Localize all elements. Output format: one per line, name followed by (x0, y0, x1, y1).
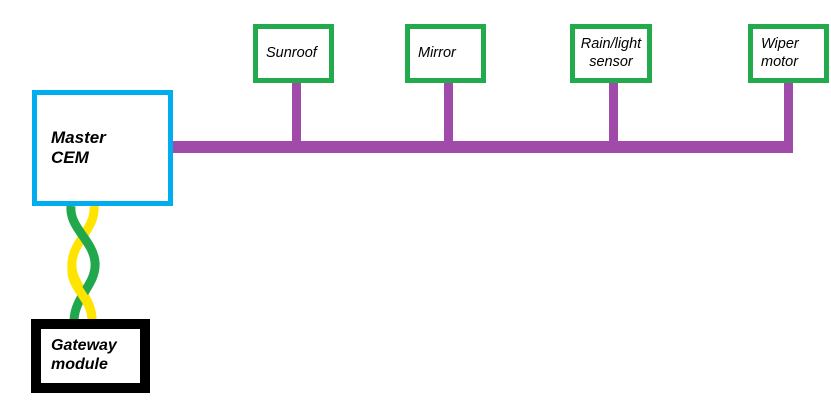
node-sunroof[interactable]: Sunroof (253, 24, 334, 83)
node-master-cem[interactable]: Master CEM (32, 90, 173, 206)
peripheral-bus (172, 83, 793, 153)
node-wiper-motor-label: Wiper motor (761, 36, 799, 70)
node-master-cem-label: Master CEM (51, 127, 106, 167)
bus-stub-rain-light-sensor (609, 83, 618, 145)
node-gateway-module-label: Gateway module (51, 337, 117, 373)
node-mirror-label: Mirror (418, 44, 456, 61)
bus-stub-mirror (444, 83, 453, 145)
node-sunroof-label: Sunroof (266, 44, 317, 61)
node-gateway-module[interactable]: Gateway module (31, 319, 150, 393)
node-wiper-motor[interactable]: Wiper motor (748, 24, 829, 83)
twisted-wire-yellow (67, 205, 99, 321)
twisted-wire-yellow-overlap (67, 267, 97, 321)
node-rain-light-sensor-label: Rain/light sensor (580, 36, 642, 70)
node-mirror[interactable]: Mirror (405, 24, 486, 83)
twisted-pair-link (66, 205, 100, 321)
bus-stub-wiper-motor (784, 83, 793, 145)
bus-stub-sunroof (292, 83, 301, 145)
bus-trunk-segment (172, 141, 793, 153)
twisted-wire-green (66, 205, 100, 321)
node-rain-light-sensor[interactable]: Rain/light sensor (570, 24, 652, 83)
